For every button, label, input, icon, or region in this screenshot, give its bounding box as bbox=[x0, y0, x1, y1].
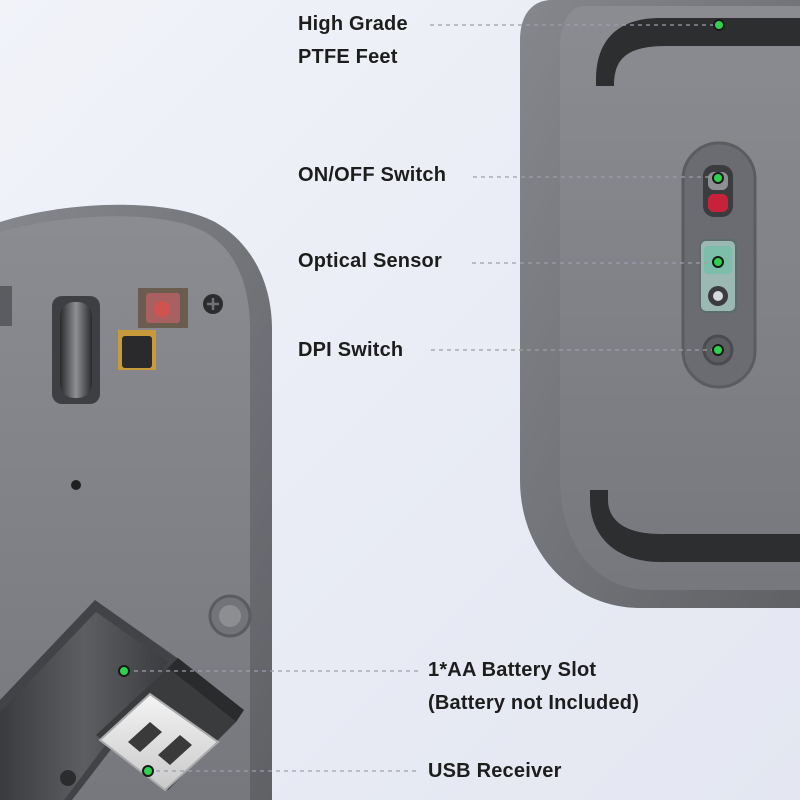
label-optical-sensor: Optical Sensor bbox=[298, 245, 442, 278]
label-usb-receiver-text: USB Receiver bbox=[428, 760, 562, 782]
label-optical-sensor-text: Optical Sensor bbox=[298, 250, 442, 272]
scroll-wheel bbox=[60, 302, 92, 398]
label-battery-slot: 1*AA Battery Slot (Battery not Included) bbox=[428, 654, 639, 720]
ptfe-foot-top bbox=[596, 18, 800, 86]
reset-hole bbox=[71, 480, 81, 490]
marker-onoff bbox=[712, 172, 724, 184]
ptfe-foot-bottom bbox=[590, 490, 800, 562]
switch-red-indicator bbox=[708, 194, 728, 212]
marker-dots bbox=[118, 19, 725, 777]
label-ptfe-feet: High Grade PTFE Feet bbox=[298, 8, 408, 74]
marker-usb bbox=[142, 765, 154, 777]
label-battery-line1: 1*AA Battery Slot bbox=[428, 659, 597, 681]
battery-slot bbox=[0, 612, 168, 800]
marker-ptfe bbox=[713, 19, 725, 31]
marker-battery bbox=[118, 665, 130, 677]
label-usb-receiver: USB Receiver bbox=[428, 755, 562, 788]
mouse-open-view bbox=[0, 204, 272, 800]
label-ptfe-line2: PTFE Feet bbox=[298, 46, 398, 68]
label-on-off-text: ON/OFF Switch bbox=[298, 164, 447, 186]
label-battery-line2: (Battery not Included) bbox=[428, 692, 640, 714]
usb-receiver bbox=[96, 658, 244, 792]
label-dpi-switch-text: DPI Switch bbox=[298, 339, 404, 361]
screw-bottom bbox=[60, 770, 76, 786]
edge-clip bbox=[0, 286, 12, 326]
marker-sensor bbox=[712, 256, 724, 268]
leader-lines bbox=[126, 24, 714, 772]
marker-dpi bbox=[712, 344, 724, 356]
label-ptfe-line1: High Grade bbox=[298, 13, 408, 35]
mouse-bottom-view bbox=[520, 0, 800, 608]
label-on-off-switch: ON/OFF Switch bbox=[298, 159, 446, 192]
label-dpi-switch: DPI Switch bbox=[298, 334, 403, 367]
